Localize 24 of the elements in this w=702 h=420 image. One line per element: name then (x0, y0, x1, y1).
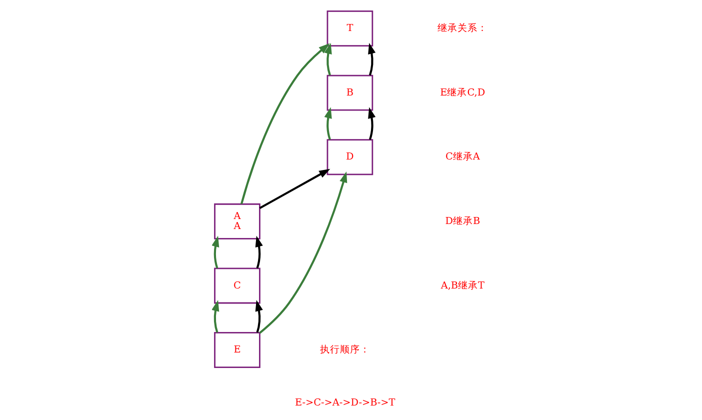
arrow (254, 300, 262, 333)
node-box: B (326, 74, 373, 111)
label: D继承B (444, 216, 480, 227)
label: E继承C,D (440, 87, 485, 98)
arrow (258, 171, 347, 334)
arrow (324, 107, 332, 140)
label: E->C->A->D->B->T (294, 397, 395, 408)
arrow (254, 236, 262, 268)
label: A,B继承T (440, 280, 484, 292)
arrow (368, 107, 376, 140)
node-box: D (326, 139, 373, 176)
node-box: T (326, 10, 373, 46)
arrow (368, 42, 376, 76)
label: 执行顺序： (320, 344, 370, 356)
arrow (212, 300, 219, 333)
arrow (258, 168, 330, 210)
arrow (240, 43, 330, 204)
node-box: C (214, 268, 260, 304)
arrow (324, 42, 332, 76)
node-box: A A (214, 203, 260, 240)
label: 继承关系： (437, 23, 488, 34)
label: C继承A (444, 152, 480, 163)
node-box: E (214, 332, 260, 368)
arrow (212, 236, 219, 268)
